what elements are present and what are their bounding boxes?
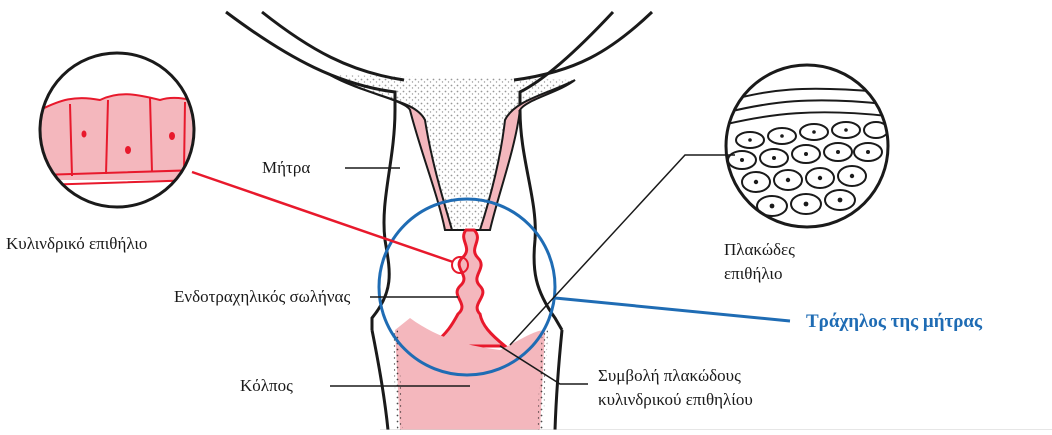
- label-endocervical-canal: Ενδοτραχηλικός σωλήνας: [174, 287, 350, 307]
- label-squamous-epithelium: Πλακώδες επιθήλιο: [724, 238, 795, 286]
- label-vagina: Κόλπος: [240, 376, 293, 396]
- endocervical-canal: [432, 230, 505, 346]
- cervix-pointer-line: [555, 298, 790, 321]
- squamous-epithelium-magnified: [726, 65, 888, 227]
- squamous-pointer-line: [510, 155, 735, 345]
- label-columnar-epithelium: Κυλινδρικό επιθήλιο: [6, 234, 147, 254]
- label-cervix: Τράχηλος της μήτρας: [806, 312, 982, 332]
- columnar-epithelium-magnified: [40, 53, 200, 207]
- label-uterus: Μήτρα: [262, 158, 310, 178]
- label-squamocolumnar-junction: Συμβολή πλακώδους κυλινδρικού επιθηλίου: [598, 364, 753, 412]
